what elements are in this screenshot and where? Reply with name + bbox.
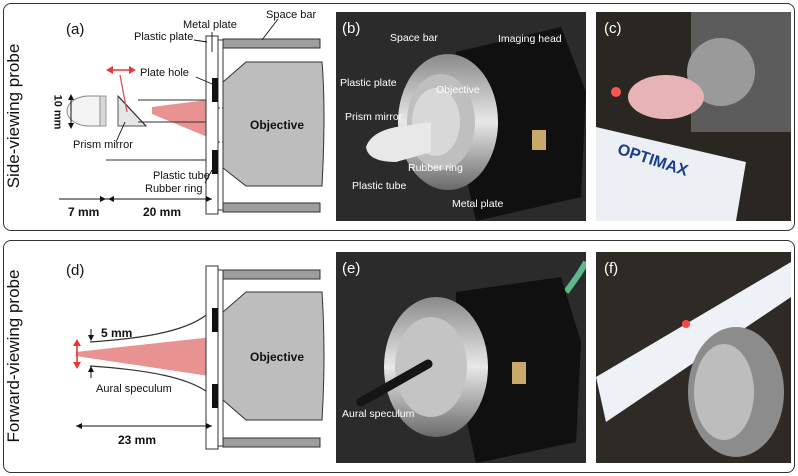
- dim-20mm: 20 mm: [143, 205, 182, 219]
- probe-photo-e: [336, 252, 586, 463]
- speculum-e: [356, 359, 433, 407]
- plastic-tube-b: [366, 122, 431, 162]
- panel-b-letter: (b): [342, 20, 361, 37]
- photo-b-plastic-tube: Plastic tube: [352, 180, 407, 192]
- ruler-c: [596, 127, 746, 221]
- dim-23mm: 23 mm: [118, 433, 157, 447]
- plastic-plate-d: [205, 265, 219, 450]
- probe-photo-f: [596, 252, 791, 463]
- panel-c-letter: (c): [604, 20, 622, 37]
- panel-f-letter: (f): [604, 260, 619, 277]
- photo-b-rubber-ring: Rubber ring: [408, 162, 463, 174]
- label-plastic-plate: Plastic plate: [134, 31, 194, 43]
- panel-f-photo: (f): [596, 252, 791, 463]
- space-bar-top: [222, 38, 321, 49]
- metal-plate-d: [217, 269, 224, 447]
- label-metal-plate: Metal plate: [183, 19, 237, 31]
- panel-b-photo: (b) Space bar Imaging head Plastic plate…: [336, 12, 586, 221]
- photo-b-prism-mirror: Prism mirror: [345, 111, 403, 123]
- label-prism-mirror: Prism mirror: [73, 139, 133, 151]
- space-bar-bottom: [222, 202, 321, 213]
- plastic-tube-dome: [66, 95, 101, 127]
- label-plastic-tube: Plastic tube: [153, 170, 210, 182]
- dim-5mm: 5 mm: [101, 326, 133, 340]
- panel-c-photo: (c) OPTIMAX: [596, 12, 791, 221]
- light-beam: [152, 98, 222, 143]
- tube-body: [99, 95, 107, 127]
- photo-b-metal-plate: Metal plate: [452, 198, 504, 210]
- dim-7mm: 7 mm: [68, 205, 100, 219]
- bottom-row-frame: [3, 240, 795, 473]
- top-row-frame: [3, 3, 795, 231]
- panel-e-photo: (e) Aural speculum: [336, 252, 586, 463]
- label-plate-hole: Plate hole: [140, 67, 189, 79]
- panel-e-letter: (e): [342, 260, 361, 277]
- space-bar-top-d: [222, 269, 321, 280]
- photo-e-aural-speculum: Aural speculum: [342, 408, 415, 420]
- objective-body-d: [222, 291, 325, 421]
- label-space-bar: Space bar: [266, 9, 317, 21]
- label-objective: Objective: [250, 118, 305, 132]
- aural-speculum: [89, 311, 211, 395]
- rubber-ring-top: [212, 78, 218, 102]
- light-beam-d: [76, 336, 222, 378]
- photo-b-space-bar: Space bar: [390, 32, 438, 44]
- photo-b-objective: Objective: [436, 84, 480, 96]
- plastic-tube-c: [628, 75, 704, 119]
- probe-photo-c: [596, 12, 791, 221]
- label-rubber-ring: Rubber ring: [145, 183, 203, 195]
- label-aural-speculum-d: Aural speculum: [96, 383, 172, 395]
- panel-d-letter: (d): [66, 262, 85, 279]
- space-bar-bottom-d: [222, 437, 321, 448]
- objective-body: [222, 61, 325, 187]
- label-objective-d: Objective: [250, 350, 305, 364]
- rubber-ring-bottom: [212, 150, 218, 174]
- photo-b-imaging-head: Imaging head: [498, 33, 562, 45]
- panel-a-letter: (a): [66, 21, 85, 38]
- ruler-f: [596, 262, 791, 422]
- photo-b-plastic-plate: Plastic plate: [340, 77, 397, 89]
- imaging-head-shape: [456, 27, 586, 221]
- probe-photo-b: [336, 12, 586, 221]
